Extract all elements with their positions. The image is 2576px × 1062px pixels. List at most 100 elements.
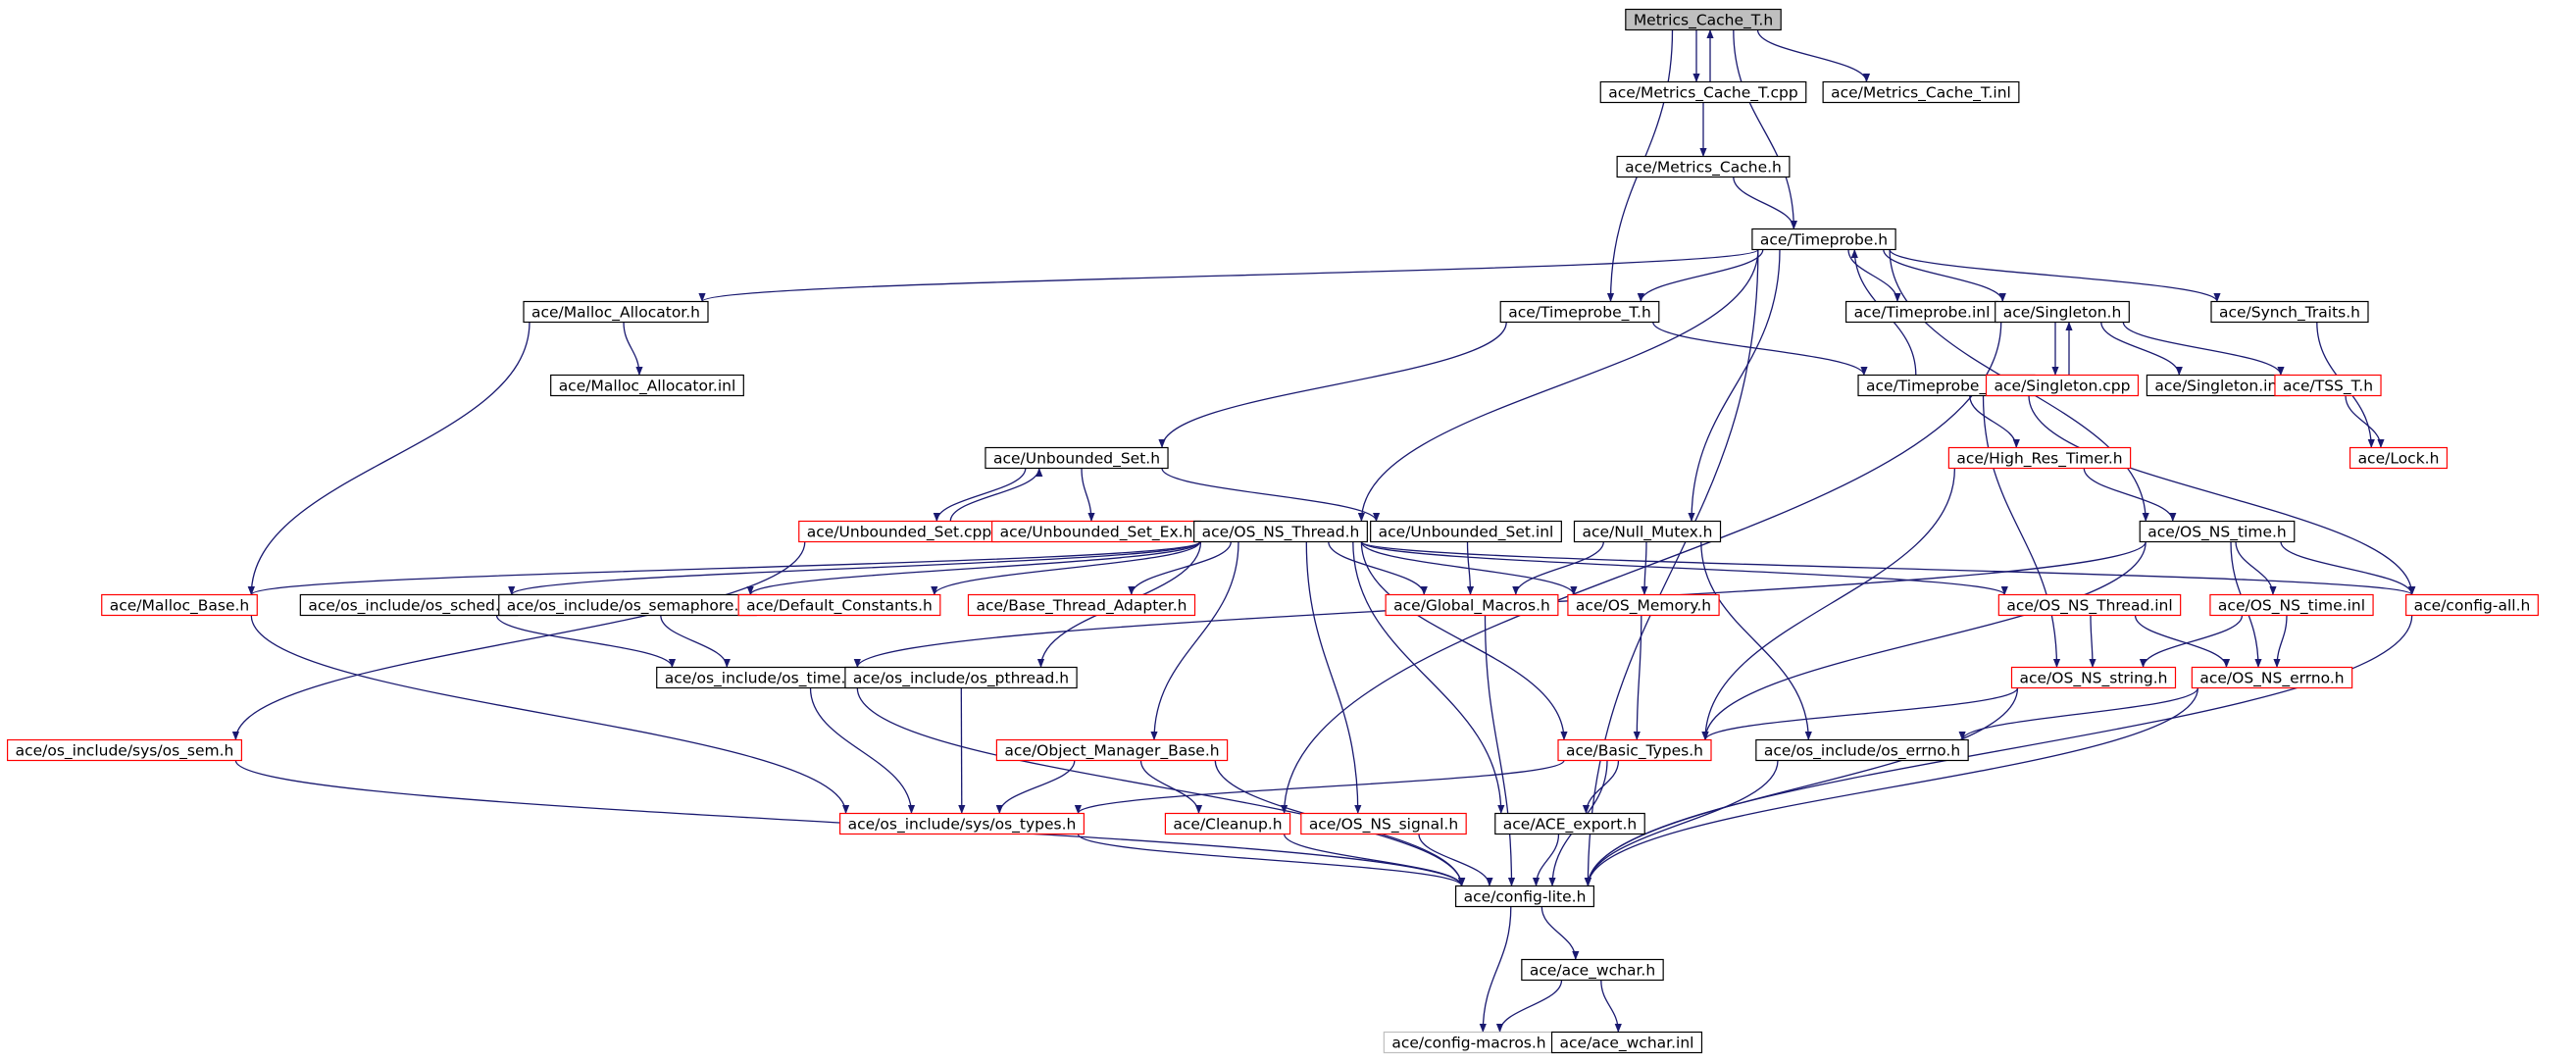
node-config-all-h[interactable]: ace/config-all.h (2405, 593, 2539, 617)
node-os-ns-time-h[interactable]: ace/OS_NS_time.h (2139, 520, 2296, 543)
node-metrics-cache-t-h[interactable]: Metrics_Cache_T.h (1625, 8, 1782, 31)
edge-os-ns-thread-h-to-os-ns-signal-h (1305, 541, 1362, 814)
node-box (1567, 593, 1720, 617)
node-tss-t-h[interactable]: ace/TSS_T.h (2274, 374, 2382, 397)
edge-os-ns-thread-h-to-os-memory-h (1360, 541, 1578, 595)
edge-cleanup-h-to-config-lite-h (1283, 834, 1466, 886)
node-malloc-base-h[interactable]: ace/Malloc_Base.h (101, 593, 258, 617)
node-base-thread-adapter-h[interactable]: ace/Base_Thread_Adapter.h (967, 593, 1196, 617)
node-label: ace/Global_Macros.h (1393, 597, 1550, 616)
edge-tss-t-h-to-lock-h (2345, 395, 2385, 448)
node-singleton-inl[interactable]: ace/Singleton.inl (2146, 374, 2291, 397)
node-high-res-timer-h[interactable]: ace/High_Res_Timer.h (1947, 446, 2132, 470)
node-os-ns-signal-h[interactable]: ace/OS_NS_signal.h (1300, 812, 1467, 835)
edge-os-ns-thread-h-to-os-sched-h (508, 540, 1201, 596)
edge-layer (231, 29, 2416, 1033)
node-os-sem-h[interactable]: ace/os_include/sys/os_sem.h (7, 738, 242, 762)
node-unbounded-set-inl[interactable]: ace/Unbounded_Set.inl (1370, 520, 1562, 543)
node-label: ace/Timeprobe.h (1760, 231, 1888, 249)
edge-timeprobe-h-to-malloc-allocator-h (698, 248, 1759, 303)
edge-os-ns-time-h-to-config-all-h (2280, 541, 2416, 595)
node-os-time-h[interactable]: ace/os_include/os_time.h (656, 666, 864, 689)
node-box (1494, 812, 1645, 835)
node-default-constants-h[interactable]: ace/Default_Constants.h (737, 593, 941, 617)
node-os-semaphore-h[interactable]: ace/os_include/os_semaphore.h (498, 593, 757, 617)
node-timeprobe-inl[interactable]: ace/Timeprobe.inl (1844, 300, 1999, 324)
edge-os-ns-thread-h-to-default-constants-h (931, 541, 1201, 595)
node-label: ace/Metrics_Cache_T.inl (1831, 84, 2011, 103)
node-object-manager-base-h[interactable]: ace/Object_Manager_Base.h (995, 738, 1229, 762)
node-os-errno-h[interactable]: ace/os_include/os_errno.h (1755, 738, 1969, 762)
node-singleton-h[interactable]: ace/Singleton.h (1995, 300, 2130, 324)
edge-basic-types-h-to-os-types-h (1074, 759, 1565, 815)
edge-os-pthread-h-to-os-types-h (958, 687, 966, 814)
edge-high-res-timer-h-to-os-ns-time-h (2083, 468, 2177, 522)
node-timeprobe-t-h[interactable]: ace/Timeprobe_T.h (1499, 300, 1660, 324)
edge-os-ns-time-inl-to-os-ns-string-h (2139, 615, 2244, 668)
node-synch-traits-h[interactable]: ace/Synch_Traits.h (2210, 300, 2369, 324)
node-box (985, 446, 1169, 470)
node-metrics-cache-t-cpp[interactable]: ace/Metrics_Cache_T.cpp (1599, 80, 1807, 104)
node-label: ace/os_include/sys/os_sem.h (16, 742, 234, 761)
node-unbounded-set-ex-h[interactable]: ace/Unbounded_Set_Ex.h (990, 520, 1202, 543)
node-os-ns-thread-h[interactable]: ace/OS_NS_Thread.h (1193, 520, 1368, 543)
node-box (1455, 885, 1594, 908)
node-os-sched-h[interactable]: ace/os_include/os_sched.h (299, 593, 519, 617)
node-metrics-cache-t-inl[interactable]: ace/Metrics_Cache_T.inl (1822, 80, 2020, 104)
edge-metrics-cache-h-to-timeprobe-h (1733, 177, 1797, 229)
node-timeprobe-h[interactable]: ace/Timeprobe.h (1751, 228, 1896, 251)
edge-os-ns-thread-inl-to-os-ns-errno-h (2134, 615, 2231, 668)
edge-os-ns-errno-h-to-os-errno-h (1958, 687, 2199, 740)
edge-os-ns-thread-h-to-base-thread-adapter-h (1128, 541, 1232, 595)
edge-os-ns-thread-inl-to-os-ns-string-h (2089, 615, 2096, 668)
node-null-mutex-h[interactable]: ace/Null_Mutex.h (1573, 520, 1722, 543)
node-label: ace/ace_wchar.inl (1560, 1035, 1694, 1053)
node-label: ace/Unbounded_Set.cpp (807, 524, 991, 542)
node-ace-wchar-inl[interactable]: ace/ace_wchar.inl (1550, 1031, 1703, 1054)
edge-os-ns-string-h-to-basic-types-h (1701, 687, 2019, 740)
node-layer: Metrics_Cache_T.h ace/Metrics_Cache_T.cpp… (7, 8, 2539, 1054)
node-label: ace/OS_NS_time.inl (2218, 597, 2365, 616)
node-box (1751, 228, 1896, 251)
node-malloc-allocator-h[interactable]: ace/Malloc_Allocator.h (523, 300, 709, 324)
node-lock-h[interactable]: ace/Lock.h (2349, 446, 2449, 470)
node-unbounded-set-cpp[interactable]: ace/Unbounded_Set.cpp (798, 520, 1000, 543)
node-os-pthread-h[interactable]: ace/os_include/os_pthread.h (844, 666, 1078, 689)
node-box (101, 593, 258, 617)
node-basic-types-h[interactable]: ace/Basic_Types.h (1557, 738, 1712, 762)
node-label: ace/os_include/os_semaphore.h (507, 597, 748, 616)
node-os-memory-h[interactable]: ace/OS_Memory.h (1567, 593, 1720, 617)
node-label: ace/Null_Mutex.h (1582, 524, 1712, 542)
node-box (1557, 738, 1712, 762)
node-config-macros-h[interactable]: ace/config-macros.h (1383, 1031, 1555, 1054)
node-global-macros-h[interactable]: ace/Global_Macros.h (1385, 593, 1559, 617)
edge-malloc-allocator-h-to-malloc-base-h (247, 322, 530, 595)
node-ace-export-h[interactable]: ace/ACE_export.h (1494, 812, 1645, 835)
edge-metrics-cache-t-h-to-timeprobe-h (1733, 29, 1797, 229)
node-label: ace/Cleanup.h (1173, 816, 1282, 834)
node-os-ns-time-inl[interactable]: ace/OS_NS_time.inl (2209, 593, 2374, 617)
node-box (2274, 374, 2382, 397)
node-label: ace/os_include/sys/os_types.h (848, 816, 1077, 834)
node-unbounded-set-h[interactable]: ace/Unbounded_Set.h (985, 446, 1169, 470)
node-ace-wchar-h[interactable]: ace/ace_wchar.h (1521, 958, 1664, 982)
node-box (2349, 446, 2449, 470)
node-metrics-cache-h[interactable]: ace/Metrics_Cache.h (1616, 155, 1791, 178)
node-os-ns-thread-inl[interactable]: ace/OS_NS_Thread.inl (1997, 593, 2182, 617)
node-os-types-h[interactable]: ace/os_include/sys/os_types.h (839, 812, 1085, 835)
node-os-ns-string-h[interactable]: ace/OS_NS_string.h (2010, 666, 2177, 689)
node-label: ace/Malloc_Allocator.inl (559, 378, 736, 396)
edge-malloc-allocator-h-to-malloc-allocator-inl (623, 322, 643, 376)
node-label: ace/OS_Memory.h (1576, 597, 1711, 616)
edge-os-time-h-to-config-lite-h (856, 687, 1466, 886)
node-singleton-cpp[interactable]: ace/Singleton.cpp (1985, 374, 2140, 397)
node-malloc-allocator-inl[interactable]: ace/Malloc_Allocator.inl (550, 374, 744, 397)
node-box (1985, 374, 2140, 397)
edge-timeprobe-t-cpp-to-os-ns-string-h (1982, 395, 2061, 668)
node-label: ace/OS_NS_signal.h (1309, 816, 1458, 834)
node-config-lite-h[interactable]: ace/config-lite.h (1455, 885, 1594, 908)
node-box (1499, 300, 1660, 324)
node-box (1997, 593, 2182, 617)
node-cleanup-h[interactable]: ace/Cleanup.h (1164, 812, 1291, 835)
node-os-ns-errno-h[interactable]: ace/OS_NS_errno.h (2191, 666, 2353, 689)
